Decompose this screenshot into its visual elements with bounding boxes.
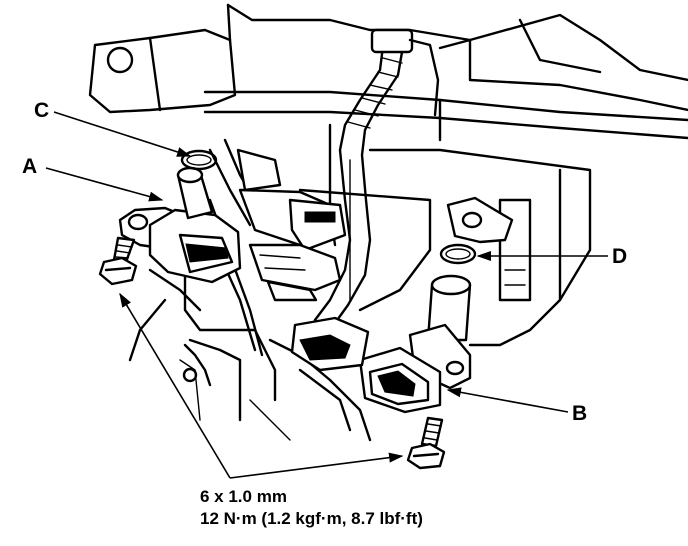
sensor-a-icon: [118, 166, 242, 284]
sensor-b-bracket: [446, 196, 514, 244]
o-ring-c-icon: [180, 149, 218, 171]
callout-c: C: [34, 99, 49, 122]
leader-lines: [45, 111, 608, 479]
bolt-size-label: 6 x 1.0 mm: [200, 487, 287, 506]
mounting-bolt-right-icon: [406, 416, 446, 470]
torque-value-label: 12 N·m (1.2 kgf·m, 8.7 lbf·ft): [200, 509, 423, 528]
callout-a: A: [22, 155, 37, 178]
harness-connectors: [236, 148, 347, 302]
o-ring-d-icon: [439, 243, 477, 265]
sensor-b-icon: [358, 274, 472, 414]
engine-block-background: [88, 3, 688, 442]
callout-b: B: [572, 402, 587, 425]
mounting-bolt-left-icon: [98, 236, 138, 286]
lower-harness-connector: [290, 316, 370, 372]
callout-d: D: [612, 245, 627, 268]
